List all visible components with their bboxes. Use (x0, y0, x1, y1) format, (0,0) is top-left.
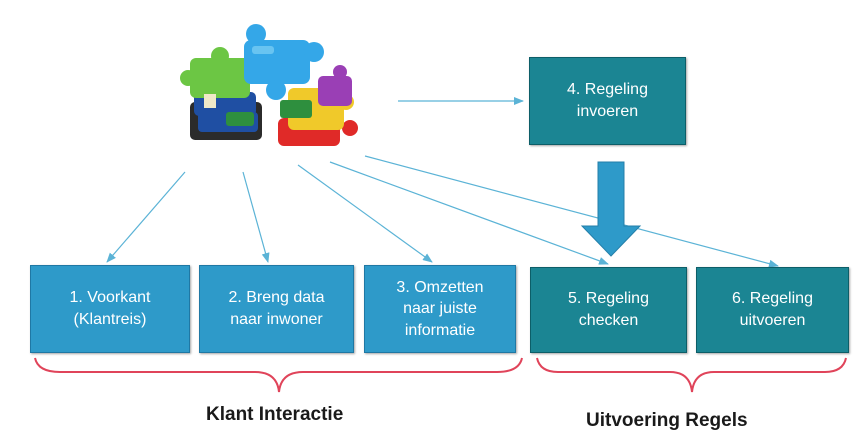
step2-breng-data-box: 2. Breng data naar inwoner (199, 265, 354, 353)
arrow-to-step5 (329, 161, 609, 265)
klant-interactie-bracket (34, 357, 523, 393)
step4-regeling-invoeren-box: 4. Regeling invoeren (529, 57, 686, 145)
arrow-to-step6 (364, 155, 779, 268)
arrow-to-step2 (242, 171, 270, 263)
big-down-arrow (580, 161, 642, 257)
arrow-to-step1 (106, 171, 186, 263)
klant-interactie-label: Klant Interactie (206, 404, 344, 425)
step5-regeling-checken-box: 5. Regeling checken (530, 267, 687, 353)
puzzle-pieces-icon (180, 24, 358, 146)
uitvoering-regels-bracket (536, 357, 847, 393)
step6-regeling-uitvoeren-box: 6. Regeling uitvoeren (696, 267, 849, 353)
uitvoering-regels-label: Uitvoering Regels (586, 410, 748, 431)
arrow-to-step3 (297, 164, 433, 263)
step3-omzetten-box: 3. Omzetten naar juiste informatie (364, 265, 516, 353)
connector-arrows (106, 97, 779, 268)
step1-voorkant-box: 1. Voorkant (Klantreis) (30, 265, 190, 353)
